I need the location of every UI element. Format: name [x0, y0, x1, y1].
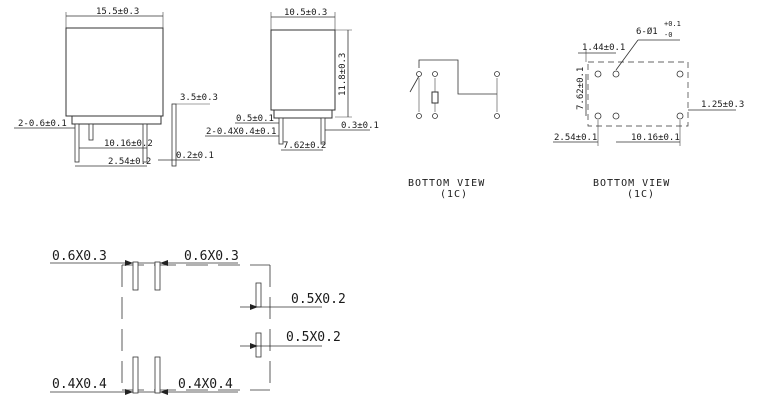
schematic-subcaption: (1C) — [440, 189, 468, 200]
right-upper-pin-label: 0.5X0.2 — [291, 292, 346, 307]
terminal — [416, 113, 422, 119]
pcb-hole — [594, 112, 602, 120]
holes-tol-minus: -0 — [664, 31, 672, 39]
terminal — [432, 113, 438, 119]
relay-body-front — [65, 27, 164, 117]
holes-label: 6-Ø1 — [636, 26, 658, 37]
right-lower-pin-label: 0.5X0.2 — [286, 330, 341, 345]
terminal — [494, 113, 500, 119]
pcb-hole — [676, 112, 684, 120]
pcb-hole — [676, 70, 684, 78]
bottom-right-pin-label: 0.4X0.4 — [178, 377, 233, 392]
pin-section — [255, 282, 262, 308]
arrow-icon — [250, 343, 258, 349]
bottom-left-pin-label: 0.4X0.4 — [52, 377, 107, 392]
pitch-v-label: 7.62±0.1 — [576, 67, 586, 110]
coil-wire — [418, 59, 497, 95]
front-view: 15.5±0.3 3.5±0.3 2-0.6±0.1 10.16±0.2 2.5… — [14, 7, 218, 167]
pcb-hole — [594, 70, 602, 78]
pin-thickness-label: 0.2±0.1 — [176, 151, 214, 161]
side-view: 10.5±0.3 11.8±0.3 0.5±0.1 2-0.4X0.4±0.1 … — [205, 8, 379, 151]
relay-base-side — [273, 109, 333, 119]
top-left-pin-label: 0.6X0.3 — [52, 249, 107, 264]
pcb-footprint-bottom-view: 6-Ø1 +0.1 -0 1.44±0.1 7.62±0.1 2.54±0.1 … — [553, 20, 744, 200]
pin — [142, 123, 148, 163]
side-pin-pitch-label: 7.62±0.2 — [283, 141, 326, 151]
footprint-caption: BOTTOM VIEW — [593, 178, 670, 189]
arrow-icon — [125, 389, 133, 395]
pin — [320, 117, 326, 145]
arrow-icon — [160, 260, 168, 266]
pin-section — [255, 332, 262, 358]
pin-pitch-a-label: 10.16±0.2 — [104, 139, 153, 149]
pin — [171, 103, 177, 167]
relay-base-front — [71, 115, 162, 125]
pin-size-label: 2-0.6±0.1 — [18, 119, 67, 129]
footprint-subcaption: (1C) — [627, 189, 655, 200]
pin-section — [154, 356, 161, 394]
arrow-icon — [125, 260, 133, 266]
offset-top-label: 1.44±0.1 — [582, 43, 625, 53]
coil-symbol — [431, 91, 439, 104]
schematic-caption: BOTTOM VIEW — [408, 178, 485, 189]
relay-body-side — [270, 29, 336, 111]
pin-section — [132, 356, 139, 394]
relay-outline — [587, 61, 689, 127]
side-width-label: 10.5±0.3 — [284, 8, 327, 18]
terminal — [416, 71, 422, 77]
pin — [74, 123, 80, 163]
terminal — [494, 71, 500, 77]
pitch-a-label: 2.54±0.1 — [554, 133, 597, 143]
contact-switch — [409, 75, 420, 93]
arrow-icon — [250, 304, 258, 310]
pin-pitch-b-label: 2.54±0.2 — [108, 157, 151, 167]
offset-right-label: 1.25±0.3 — [701, 100, 744, 110]
leader-line — [615, 39, 639, 71]
side-height-label: 11.8±0.3 — [338, 53, 348, 96]
pitch-b-label: 10.16±0.1 — [631, 133, 680, 143]
pin-section-view: 0.6X0.3 0.6X0.3 0.5X0.2 0.5X0.2 0.4X0.4 … — [50, 249, 346, 395]
pcb-hole — [612, 112, 620, 120]
pin-section — [132, 261, 139, 291]
side-pin-a-label: 0.5±0.1 — [236, 114, 274, 124]
side-pin-c-label: 0.3±0.1 — [341, 121, 379, 131]
terminal — [432, 71, 438, 77]
pin-section — [154, 261, 161, 291]
front-width-label: 15.5±0.3 — [96, 7, 139, 17]
top-right-pin-label: 0.6X0.3 — [184, 249, 239, 264]
pin-height-label: 3.5±0.3 — [180, 93, 218, 103]
side-pin-b-label: 2-0.4X0.4±0.1 — [206, 127, 276, 137]
pin — [278, 117, 284, 145]
schematic-bottom-view: BOTTOM VIEW (1C) — [408, 59, 500, 200]
pcb-hole — [612, 70, 620, 78]
pin — [88, 123, 94, 141]
arrow-icon — [160, 389, 168, 395]
holes-tol-plus: +0.1 — [664, 20, 681, 28]
